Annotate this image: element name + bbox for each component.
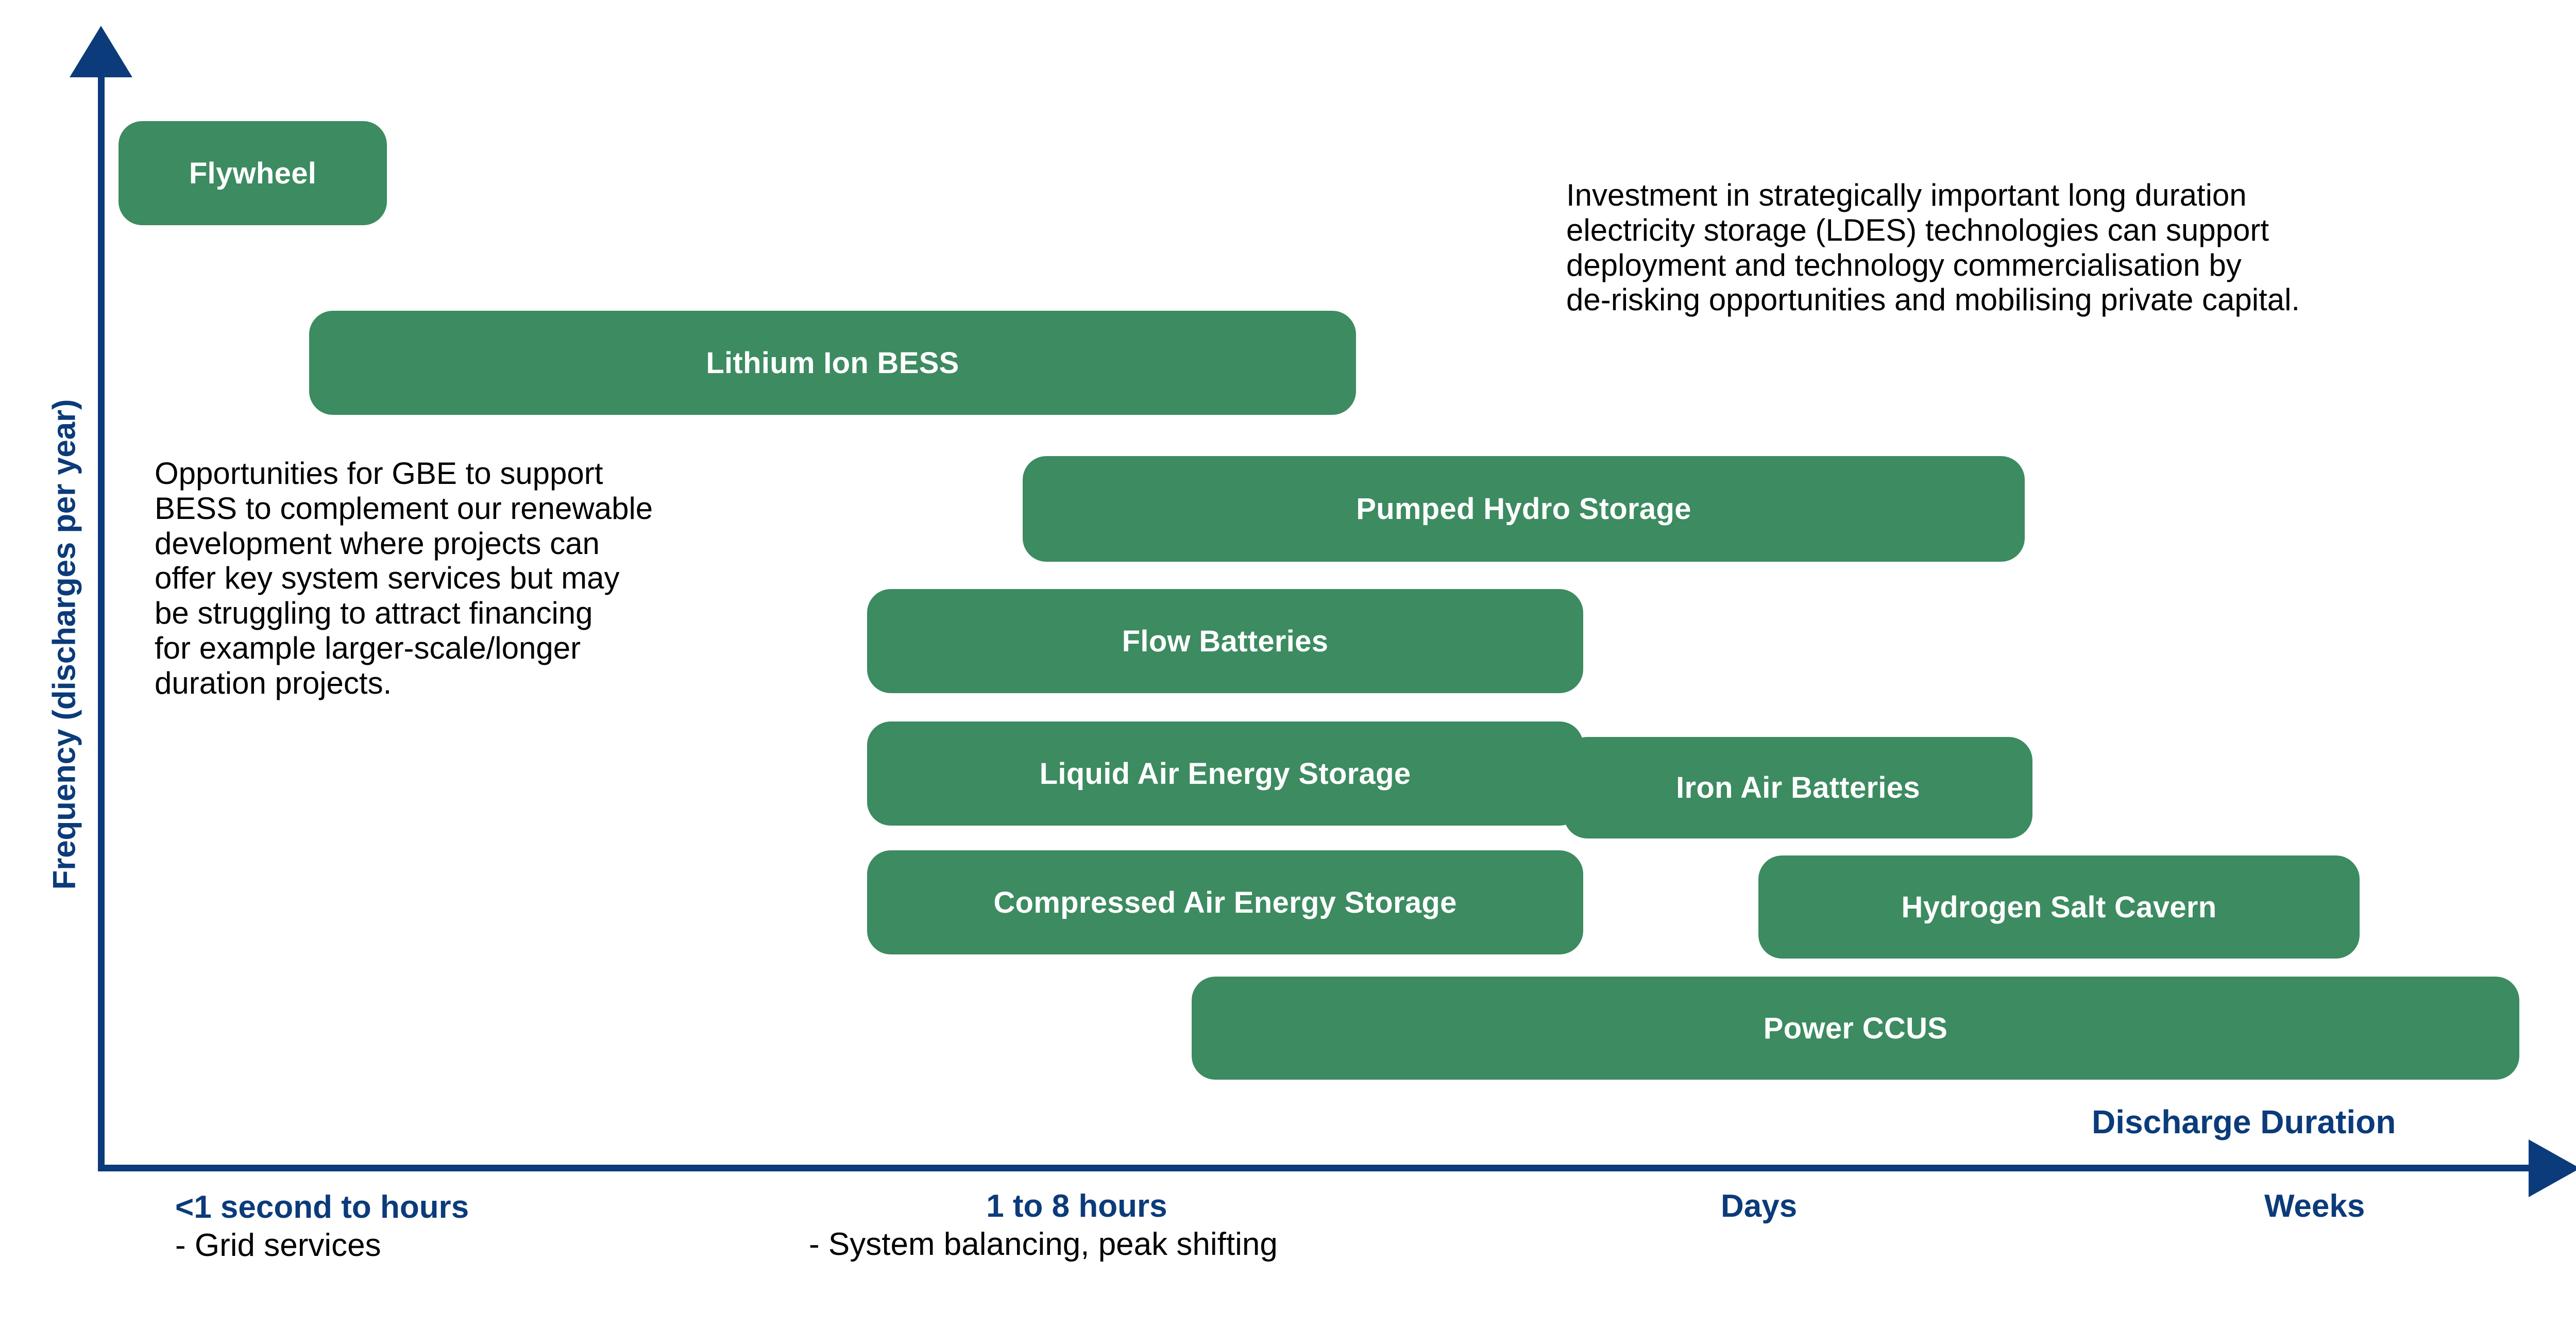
left-annotation-line-5: for example larger-scale/longer xyxy=(155,630,581,665)
right-annotation-line-1: electricity storage (LDES) technologies … xyxy=(1566,212,2269,247)
technology-bar-label: Pumped Hydro Storage xyxy=(1356,492,1691,526)
x-tick-label-1: 1 to 8 hours xyxy=(986,1188,1167,1224)
x-tick-sublabel-0: - Grid services xyxy=(175,1227,381,1263)
technology-bar[interactable]: Hydrogen Salt Cavern xyxy=(1758,855,2360,959)
technology-bar-label: Hydrogen Salt Cavern xyxy=(1901,890,2217,924)
x-tick-group-3: Weeks xyxy=(2264,1189,2365,1223)
technology-bar[interactable]: Iron Air Batteries xyxy=(1564,737,2032,838)
right-annotation: Investment in strategically important lo… xyxy=(1566,178,2545,317)
technology-bar[interactable]: Compressed Air Energy Storage xyxy=(867,850,1583,954)
right-annotation-line-2: deployment and technology commercialisat… xyxy=(1566,247,2242,282)
technology-bar[interactable]: Flywheel xyxy=(118,121,387,225)
left-annotation-line-0: Opportunities for GBE to support xyxy=(155,456,603,491)
technology-bar-label: Flow Batteries xyxy=(1122,624,1329,658)
right-annotation-line-0: Investment in strategically important lo… xyxy=(1566,178,2247,212)
x-tick-group-1: 1 to 8 hours - System balancing, peak sh… xyxy=(809,1189,1278,1261)
x-tick-label-0: <1 second to hours xyxy=(175,1189,469,1225)
x-axis-arrow-icon xyxy=(2529,1139,2576,1197)
y-axis-title: Frequency (discharges per year) xyxy=(46,399,82,890)
x-tick-label-3: Weeks xyxy=(2264,1188,2365,1224)
technology-bar[interactable]: Lithium Ion BESS xyxy=(309,311,1356,415)
technology-bar-label: Iron Air Batteries xyxy=(1676,771,1920,804)
y-axis-line xyxy=(98,76,105,1171)
left-annotation-line-4: be struggling to attract financing xyxy=(155,596,593,631)
x-axis-title: Discharge Duration xyxy=(2092,1103,2396,1140)
left-annotation-line-6: duration projects. xyxy=(155,665,392,700)
technology-bar[interactable]: Power CCUS xyxy=(1192,977,2519,1080)
x-tick-group-2: Days xyxy=(1721,1189,1797,1223)
technology-bar-label: Flywheel xyxy=(189,156,317,190)
left-annotation-line-1: BESS to complement our renewable xyxy=(155,491,653,526)
x-axis-line xyxy=(98,1165,2532,1171)
technology-bar-label: Lithium Ion BESS xyxy=(706,346,959,380)
x-tick-sublabel-1: - System balancing, peak shifting xyxy=(809,1226,1278,1262)
x-tick-group-0: <1 second to hours - Grid services xyxy=(175,1190,469,1262)
technology-bar[interactable]: Pumped Hydro Storage xyxy=(1023,456,2025,562)
left-annotation: Opportunities for GBE to support BESS to… xyxy=(155,456,799,701)
left-annotation-line-3: offer key system services but may xyxy=(155,561,620,596)
technology-bar-label: Compressed Air Energy Storage xyxy=(993,885,1457,919)
technology-bar-label: Power CCUS xyxy=(1763,1011,1948,1045)
x-tick-label-2: Days xyxy=(1721,1188,1798,1224)
right-annotation-line-3: de-risking opportunities and mobilising … xyxy=(1566,282,2300,317)
technology-bar-label: Liquid Air Energy Storage xyxy=(1039,757,1411,791)
left-annotation-line-2: development where projects can xyxy=(155,526,600,561)
technology-bar[interactable]: Liquid Air Energy Storage xyxy=(867,721,1583,826)
y-axis-arrow-icon xyxy=(70,26,132,77)
technology-bar[interactable]: Flow Batteries xyxy=(867,589,1583,693)
